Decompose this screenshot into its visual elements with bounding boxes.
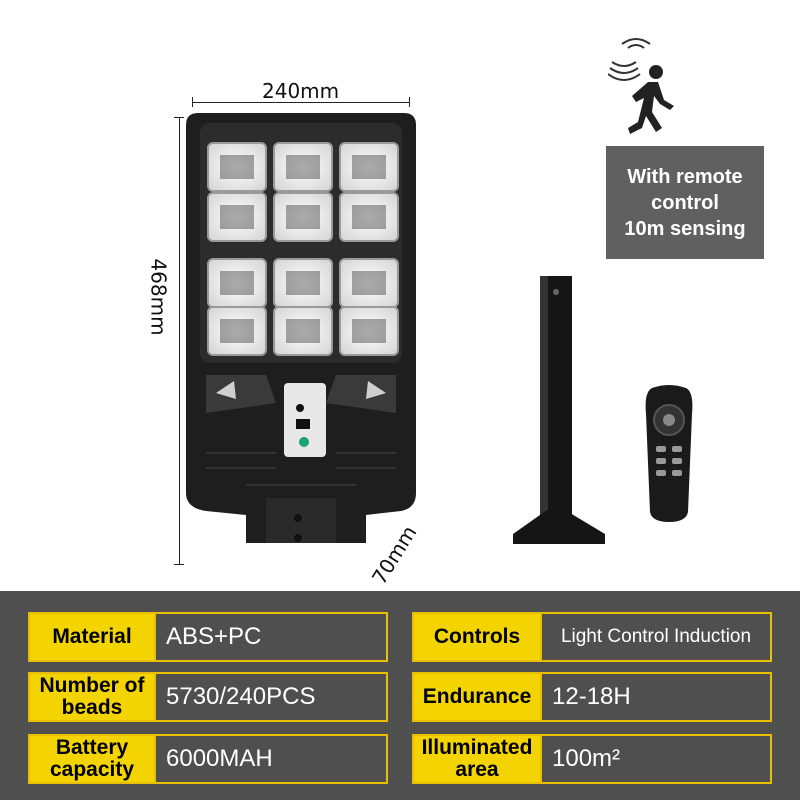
spec-label-area: Illuminated area: [412, 734, 542, 784]
height-dimension-line: [179, 117, 180, 565]
led-modules: [207, 142, 399, 356]
solar-street-light-image: [186, 113, 416, 543]
spec-label-endurance: Endurance: [412, 672, 542, 722]
height-label: 468mm: [146, 258, 171, 336]
spec-value-battery: 6000MAH: [154, 734, 388, 784]
width-dimension-line: [192, 102, 410, 103]
info-line-2: control: [651, 191, 719, 214]
spec-label-beads: Number of beads: [28, 672, 156, 722]
spec-value-controls: Light Control Induction: [540, 612, 772, 662]
mounting-bracket-image: [513, 276, 605, 544]
remote-control-image: [645, 385, 693, 522]
width-tick-left: [192, 97, 193, 107]
spec-value-beads: 5730/240PCS: [154, 672, 388, 722]
spec-value-material: ABS+PC: [154, 612, 388, 662]
info-line-3: 10m sensing: [624, 217, 746, 240]
spec-label-controls: Controls: [412, 612, 542, 662]
height-tick-bottom: [174, 564, 184, 565]
spec-label-material: Material: [28, 612, 156, 662]
height-tick-top: [174, 117, 184, 118]
feature-info-box: With remote control 10m sensing: [606, 146, 764, 259]
width-label: 240mm: [262, 79, 340, 103]
motion-sensor-person-icon: [608, 38, 674, 134]
info-line-1: With remote: [627, 165, 743, 188]
spec-value-endurance: 12-18H: [540, 672, 772, 722]
width-tick-right: [409, 97, 410, 107]
spec-value-area: 100m²: [540, 734, 772, 784]
spec-label-battery: Battery capacity: [28, 734, 156, 784]
